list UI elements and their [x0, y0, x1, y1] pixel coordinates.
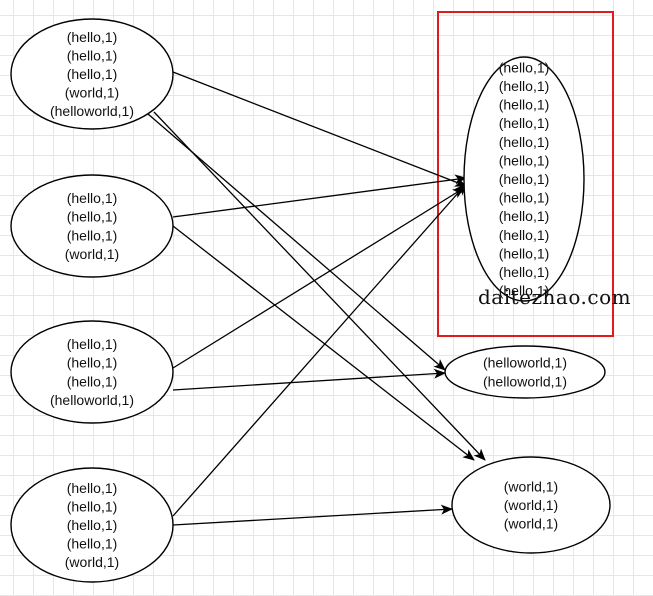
edge-input-1-to-output-hello [172, 71, 467, 187]
edge-input-4-to-output-world [172, 504, 453, 526]
edge-input-4-to-output-hello [172, 183, 467, 517]
node-input-2: (hello,1) (hello,1) (hello,1) (world,1) [10, 174, 174, 278]
node-line: (hello,1) [67, 29, 118, 45]
node-shape-output-helloworld [444, 345, 606, 399]
node-line: (hello,1) [67, 209, 118, 225]
edge-input-3-to-output-helloworld [172, 368, 446, 391]
node-line: (hello,1) [499, 115, 550, 131]
node-output-world: (world,1) (world,1) (world,1) [451, 456, 611, 554]
node-line: (world,1) [504, 478, 558, 494]
highlight-box [437, 11, 614, 337]
node-line: (hello,1) [67, 336, 118, 352]
node-shape-input-2 [10, 174, 174, 278]
node-line: (hello,1) [67, 66, 118, 82]
node-shape-input-3 [10, 320, 174, 424]
node-line: (hello,1) [499, 283, 550, 299]
node-line: (hello,1) [67, 227, 118, 243]
node-output-hello: (hello,1) (hello,1) (hello,1) (hello,1) (hel… [463, 56, 585, 302]
node-line: (hello,1) [67, 47, 118, 63]
node-line: (helloworld,1) [483, 373, 567, 389]
node-line: (hello,1) [499, 208, 550, 224]
node-line: (world,1) [65, 554, 119, 570]
node-line: (hello,1) [499, 227, 550, 243]
node-input-3: (hello,1) (hello,1) (hello,1) (helloworld,1… [10, 320, 174, 424]
node-line: (helloworld,1) [50, 103, 134, 119]
node-line: (hello,1) [67, 498, 118, 514]
node-line: (hello,1) [499, 59, 550, 75]
node-shape-output-hello [463, 56, 585, 302]
node-line: (hello,1) [67, 480, 118, 496]
edge-input-1-to-output-helloworld [147, 113, 446, 371]
node-line: (hello,1) [499, 190, 550, 206]
node-line: (hello,1) [499, 152, 550, 168]
node-input-1: (hello,1) (hello,1) (hello,1) (world,1) (hel… [10, 18, 174, 130]
node-line: (hello,1) [499, 78, 550, 94]
node-line: (hello,1) [499, 245, 550, 261]
node-line: (helloworld,1) [50, 392, 134, 408]
node-line: (hello,1) [67, 190, 118, 206]
node-shape-input-4 [10, 467, 174, 583]
nodes-layer: (hello,1)(hello,1)(hello,1)(world,1)(hel… [10, 18, 611, 583]
node-line: (hello,1) [67, 355, 118, 371]
edge-input-2-to-output-hello [172, 174, 467, 218]
node-input-4: (hello,1) (hello,1) (hello,1) (hello,1) (wor… [10, 467, 174, 583]
node-line: (world,1) [65, 246, 119, 262]
node-line: (helloworld,1) [483, 355, 567, 371]
node-line: (world,1) [504, 516, 558, 532]
edge-input-1-to-output-world [153, 111, 486, 461]
watermark-text: daitezhao.com [478, 285, 632, 309]
node-line: (hello,1) [499, 134, 550, 150]
node-line: (hello,1) [67, 536, 118, 552]
node-line: (hello,1) [499, 264, 550, 280]
node-output-helloworld: (helloworld,1) (helloworld,1) [444, 345, 606, 399]
node-line: (world,1) [65, 85, 119, 101]
node-line: (hello,1) [499, 97, 550, 113]
node-line: (hello,1) [67, 517, 118, 533]
edge-input-2-to-output-world [172, 225, 475, 461]
node-shape-output-world [451, 456, 611, 554]
node-shape-input-1 [10, 18, 174, 130]
edges-layer [147, 71, 486, 526]
node-line: (world,1) [504, 497, 558, 513]
node-line: (hello,1) [67, 373, 118, 389]
edge-input-3-to-output-hello [172, 187, 465, 369]
node-line: (hello,1) [499, 171, 550, 187]
